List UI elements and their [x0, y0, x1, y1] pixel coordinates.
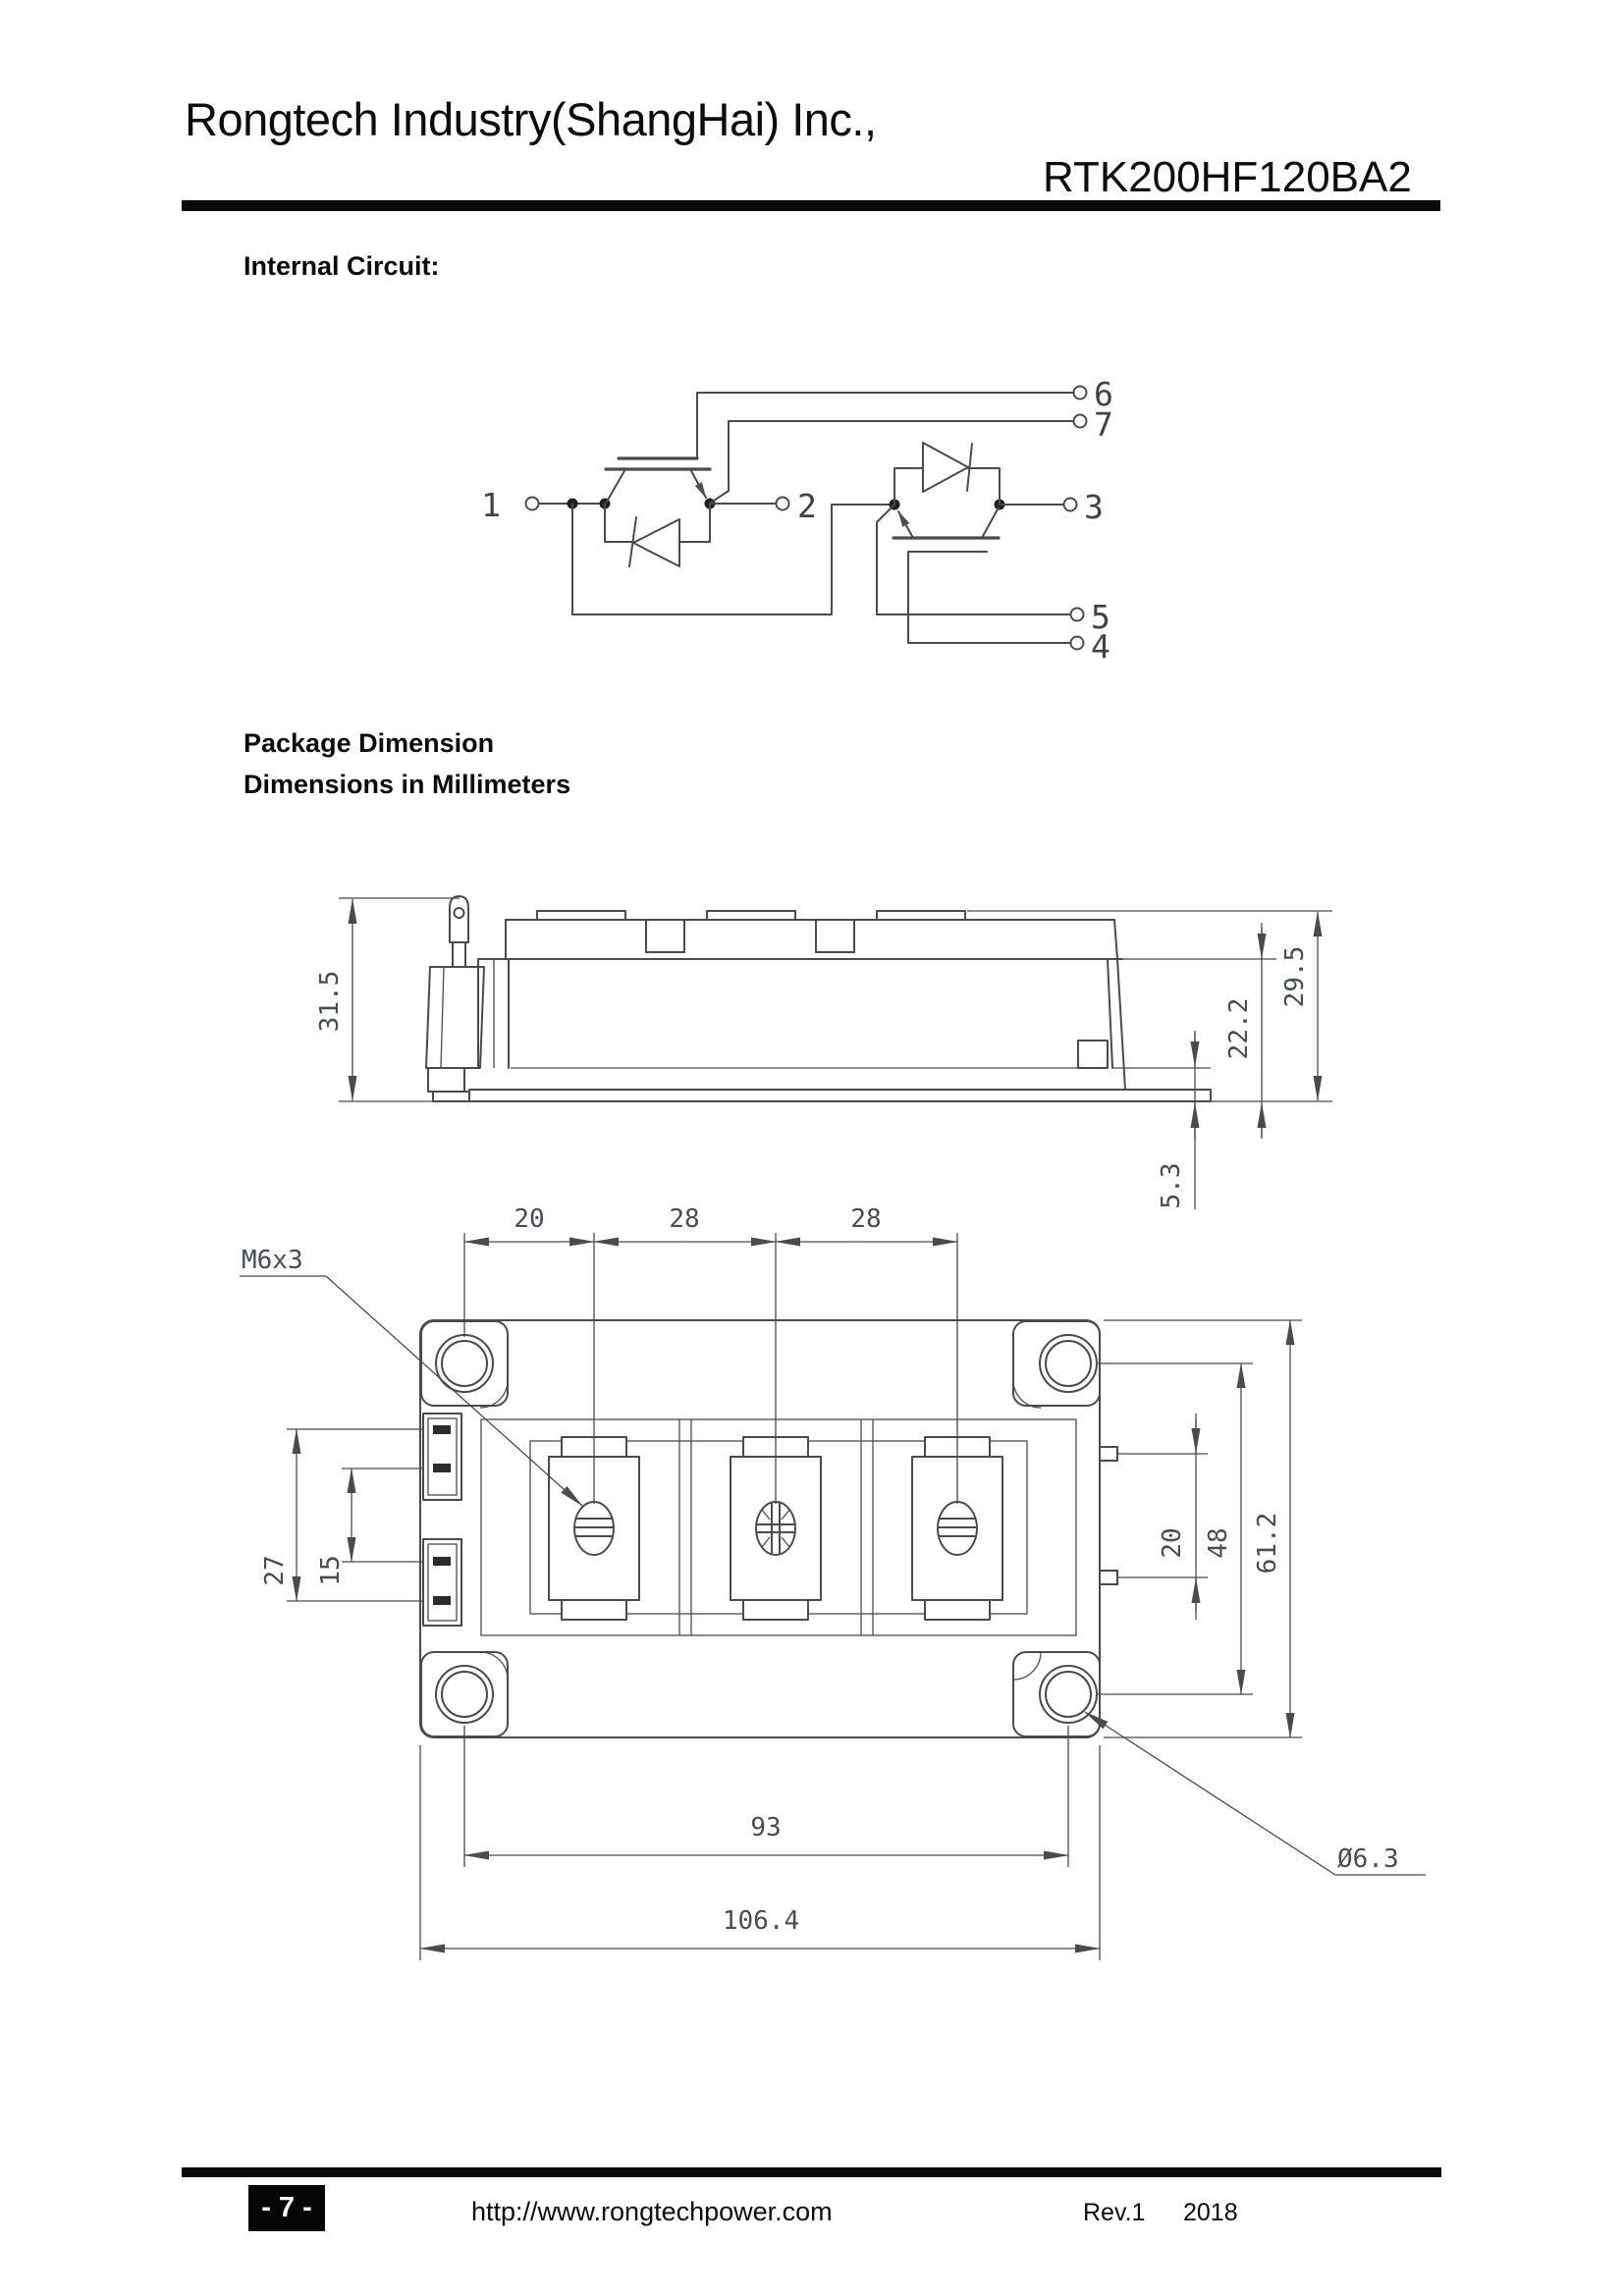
year-label: 2018 — [1183, 2199, 1238, 2226]
dim-label-61-2: 61.2 — [1253, 1513, 1282, 1575]
internal-circuit-diagram: 1 2 3 6 7 5 4 — [481, 375, 1113, 666]
dim-label-28-b: 28 — [850, 1204, 881, 1234]
top-strip — [876, 910, 966, 921]
section-title-internal-circuit: Internal Circuit: — [244, 251, 440, 281]
terminal-tab — [449, 895, 469, 943]
terminal-circle-3 — [1062, 497, 1078, 512]
mounting-hole-tl — [435, 1334, 494, 1393]
dim-label-20-right: 20 — [1158, 1527, 1187, 1558]
dim-label-31-5: 31.5 — [315, 971, 345, 1033]
terminal-label-4: 4 — [1091, 627, 1110, 666]
header-divider — [182, 200, 1440, 211]
connector-pin — [433, 1425, 451, 1434]
connector-pin — [433, 1557, 451, 1566]
terminal-circle-4 — [1069, 635, 1085, 651]
connector-pin — [433, 1464, 451, 1472]
dim-label-22-2: 22.2 — [1224, 998, 1254, 1060]
terminal-label-1: 1 — [481, 486, 501, 524]
dim-label-15: 15 — [316, 1555, 346, 1585]
section-title-package-dimension: Package Dimension — [244, 728, 495, 758]
terminal-circle-2 — [775, 496, 790, 511]
website-link[interactable]: http://www.rongtechpower.com — [471, 2197, 833, 2226]
mounting-hole-tr — [1039, 1334, 1098, 1393]
terminal-label-3: 3 — [1084, 488, 1104, 526]
section-subtitle-dimensions: Dimensions in Millimeters — [244, 770, 571, 799]
baseplate — [468, 1089, 1212, 1102]
dim-label-20-top: 20 — [514, 1204, 544, 1234]
hole-diameter-label: Ø6.3 — [1337, 1844, 1399, 1874]
screw-terminal-block — [425, 966, 485, 1069]
dim-label-28-a: 28 — [669, 1204, 699, 1234]
dim-label-106-4: 106.4 — [723, 1906, 799, 1936]
dim-label-93: 93 — [750, 1813, 781, 1842]
footer-divider — [182, 2167, 1441, 2177]
dim-label-29-5: 29.5 — [1280, 946, 1310, 1008]
package-side-view: 31.5 29.5 22.2 5.3 — [315, 895, 1332, 1209]
terminal-circle-6 — [1072, 385, 1088, 400]
top-strip — [536, 910, 626, 921]
control-connector-bottom — [422, 1538, 462, 1627]
part-number: RTK200HF120BA2 — [1043, 153, 1412, 201]
terminal-label-5: 5 — [1091, 598, 1110, 636]
terminal-circle-1 — [524, 496, 540, 511]
terminal-label-6: 6 — [1094, 375, 1113, 413]
page-number-badge: - 7 - — [248, 2185, 325, 2231]
top-notch — [645, 919, 685, 953]
revision-label: Rev.1 — [1083, 2199, 1146, 2226]
connector-pin — [433, 1596, 451, 1605]
terminal-circle-5 — [1069, 607, 1085, 622]
company-name: Rongtech Industry(ShangHai) Inc., — [185, 93, 877, 145]
terminal-circle-7 — [1072, 413, 1088, 429]
terminal-label-2: 2 — [797, 487, 817, 525]
dim-label-48: 48 — [1204, 1527, 1233, 1558]
terminal-label-7: 7 — [1094, 405, 1113, 444]
thread-label: M6x3 — [242, 1246, 303, 1275]
control-connector-top — [422, 1413, 462, 1501]
top-strip — [706, 910, 796, 921]
package-top-view: 20 28 28 M6x3 27 15 20 48 61.2 93 — [240, 1204, 1426, 1960]
diode-symbol — [922, 442, 969, 493]
power-terminal-2 — [730, 1436, 822, 1621]
dim-label-27: 27 — [260, 1555, 290, 1585]
diode-symbol — [632, 518, 680, 567]
top-notch — [815, 919, 855, 953]
dim-label-5-3: 5.3 — [1157, 1163, 1186, 1209]
mounting-hole-bl — [435, 1665, 494, 1724]
